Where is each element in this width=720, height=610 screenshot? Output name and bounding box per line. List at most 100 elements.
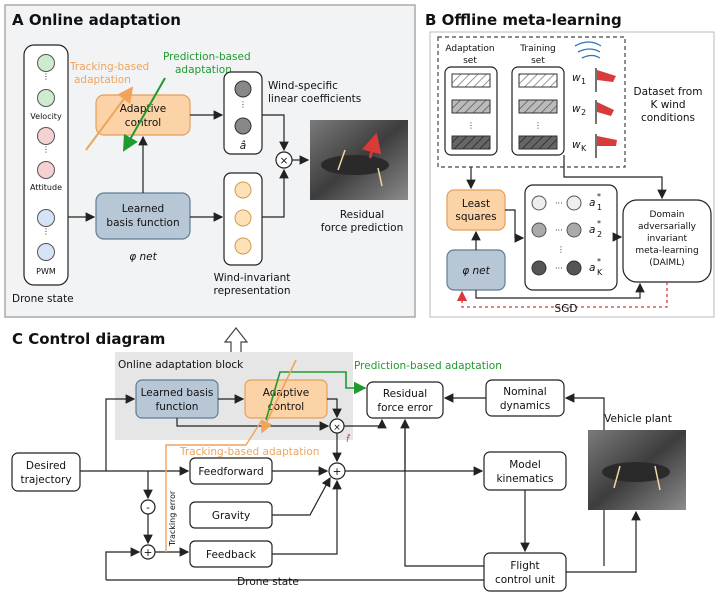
svg-text:Adaptation: Adaptation	[445, 44, 494, 54]
svg-text:control unit: control unit	[495, 574, 555, 586]
svg-text:Gravity: Gravity	[212, 510, 250, 522]
svg-text:meta-learning: meta-learning	[635, 246, 698, 256]
velocity-node-1	[37, 54, 55, 72]
panel-b-title: B Offline meta-learning	[425, 11, 622, 29]
svg-text:Learned basis: Learned basis	[141, 387, 214, 399]
svg-text:K: K	[581, 144, 587, 153]
velocity-node-2	[37, 89, 55, 107]
drone-state-label: Drone state	[12, 293, 74, 305]
svg-text:×: ×	[280, 155, 289, 167]
residual-force-error-box	[366, 381, 444, 419]
svg-text:force error: force error	[377, 402, 433, 414]
svg-text:(DAIML): (DAIML)	[649, 258, 684, 268]
svg-text:Flight: Flight	[510, 560, 539, 572]
attitude-label: Attitude	[30, 183, 62, 192]
svg-text:×: ×	[333, 423, 341, 433]
svg-text:a: a	[589, 224, 595, 236]
svg-text:Adaptive: Adaptive	[263, 387, 309, 399]
svg-text:set: set	[531, 56, 545, 66]
tracking-adapt-label-a: Tracking-based	[69, 61, 149, 73]
least-squares-box	[446, 189, 506, 231]
svg-text:Model: Model	[509, 459, 541, 471]
svg-text:adversarially: adversarially	[638, 222, 697, 232]
panel-b: B Offline meta-learning Adaptation set T…	[425, 11, 715, 318]
svg-text:K: K	[597, 268, 603, 277]
svg-text:⋮: ⋮	[534, 121, 542, 130]
svg-text:trajectory: trajectory	[20, 474, 71, 486]
attitude-node-1	[37, 127, 55, 145]
velocity-label: Velocity	[30, 112, 62, 121]
svg-text:Learned: Learned	[122, 203, 164, 215]
learned-basis-box	[95, 192, 191, 240]
pwm-label: PWM	[36, 267, 56, 276]
panel-c: C Control diagram Online adaptation bloc…	[11, 330, 686, 592]
svg-text:linear coefficients: linear coefficients	[268, 93, 361, 105]
tracking-error-label: Tracking error	[168, 490, 177, 547]
svg-text:w: w	[572, 103, 581, 115]
pwm-node-2	[37, 243, 55, 261]
windsock-icons	[595, 68, 617, 158]
svg-text:Desired: Desired	[26, 460, 66, 472]
svg-text:*: *	[597, 257, 601, 266]
svg-text:Residual: Residual	[383, 388, 427, 400]
svg-text:+: +	[333, 466, 342, 478]
svg-text:2: 2	[597, 230, 602, 239]
svg-text:w: w	[572, 72, 581, 84]
dataset-caption: Dataset from	[634, 86, 703, 98]
svg-text:Feedforward: Feedforward	[198, 466, 263, 478]
svg-text:1: 1	[581, 77, 586, 86]
svg-text:basis function: basis function	[106, 217, 179, 229]
svg-text:adaptation: adaptation	[74, 74, 131, 86]
dataset-box	[437, 36, 626, 168]
svg-text:⋮: ⋮	[42, 72, 50, 81]
svg-text:1: 1	[597, 203, 602, 212]
svg-text:control: control	[268, 401, 304, 413]
svg-text:⋮: ⋮	[42, 227, 50, 236]
wind-specific-label: Wind-specific	[268, 80, 338, 92]
f-hat-label: f̂	[346, 433, 351, 445]
svg-text:Least: Least	[462, 198, 490, 210]
svg-text:⋮: ⋮	[42, 145, 50, 154]
svg-text:Domain: Domain	[650, 210, 685, 220]
wind-invariant-label: Wind-invariant	[214, 272, 291, 284]
svg-text:adaptation: adaptation	[175, 64, 232, 76]
panel-a: A Online adaptation ⋮ Velocity ⋮ Attitud…	[4, 4, 416, 318]
svg-text:representation: representation	[213, 285, 290, 297]
panel-c-title: C Control diagram	[12, 330, 165, 348]
sgd-label: SGD	[555, 303, 578, 315]
panel-a-title: A Online adaptation	[12, 11, 181, 29]
svg-text:Training: Training	[519, 44, 556, 54]
svg-text:invariant: invariant	[647, 234, 687, 244]
prediction-adapt-label-c: Prediction-based adaptation	[354, 360, 502, 372]
svg-text:···: ···	[555, 199, 563, 208]
a-hat-label: â	[240, 140, 246, 152]
coefficient-column	[223, 71, 263, 155]
svg-text:Nominal: Nominal	[503, 386, 546, 398]
svg-text:dynamics: dynamics	[500, 400, 550, 412]
svg-text:⋮: ⋮	[557, 245, 565, 254]
svg-text:set: set	[463, 56, 477, 66]
svg-text:conditions: conditions	[641, 112, 695, 124]
wind-icon	[574, 41, 602, 59]
up-arrow-icon	[223, 327, 249, 355]
svg-text:Online adaptation block: Online adaptation block	[118, 359, 244, 371]
svg-text:K wind: K wind	[650, 99, 685, 111]
svg-text:*: *	[597, 219, 601, 228]
phi-net-label: φ net	[129, 251, 157, 263]
svg-text:⋮: ⋮	[467, 121, 475, 130]
svg-text:a: a	[589, 262, 595, 274]
svg-text:2: 2	[581, 108, 586, 117]
svg-text:-: -	[146, 502, 150, 514]
desired-trajectory-box	[11, 452, 81, 492]
attitude-node-2	[37, 161, 55, 179]
vehicle-plant-label: Vehicle plant	[604, 413, 672, 425]
residual-force-label: Residual	[340, 209, 384, 221]
svg-text:w: w	[572, 139, 581, 151]
svg-text:a: a	[589, 197, 595, 209]
svg-text:function: function	[156, 401, 199, 413]
svg-text:+: +	[144, 547, 153, 559]
drone-state-label-c: Drone state	[237, 576, 299, 588]
svg-text:Feedback: Feedback	[206, 549, 257, 561]
prediction-adapt-label-a: Prediction-based	[163, 51, 251, 63]
svg-text:φ net: φ net	[462, 265, 490, 277]
